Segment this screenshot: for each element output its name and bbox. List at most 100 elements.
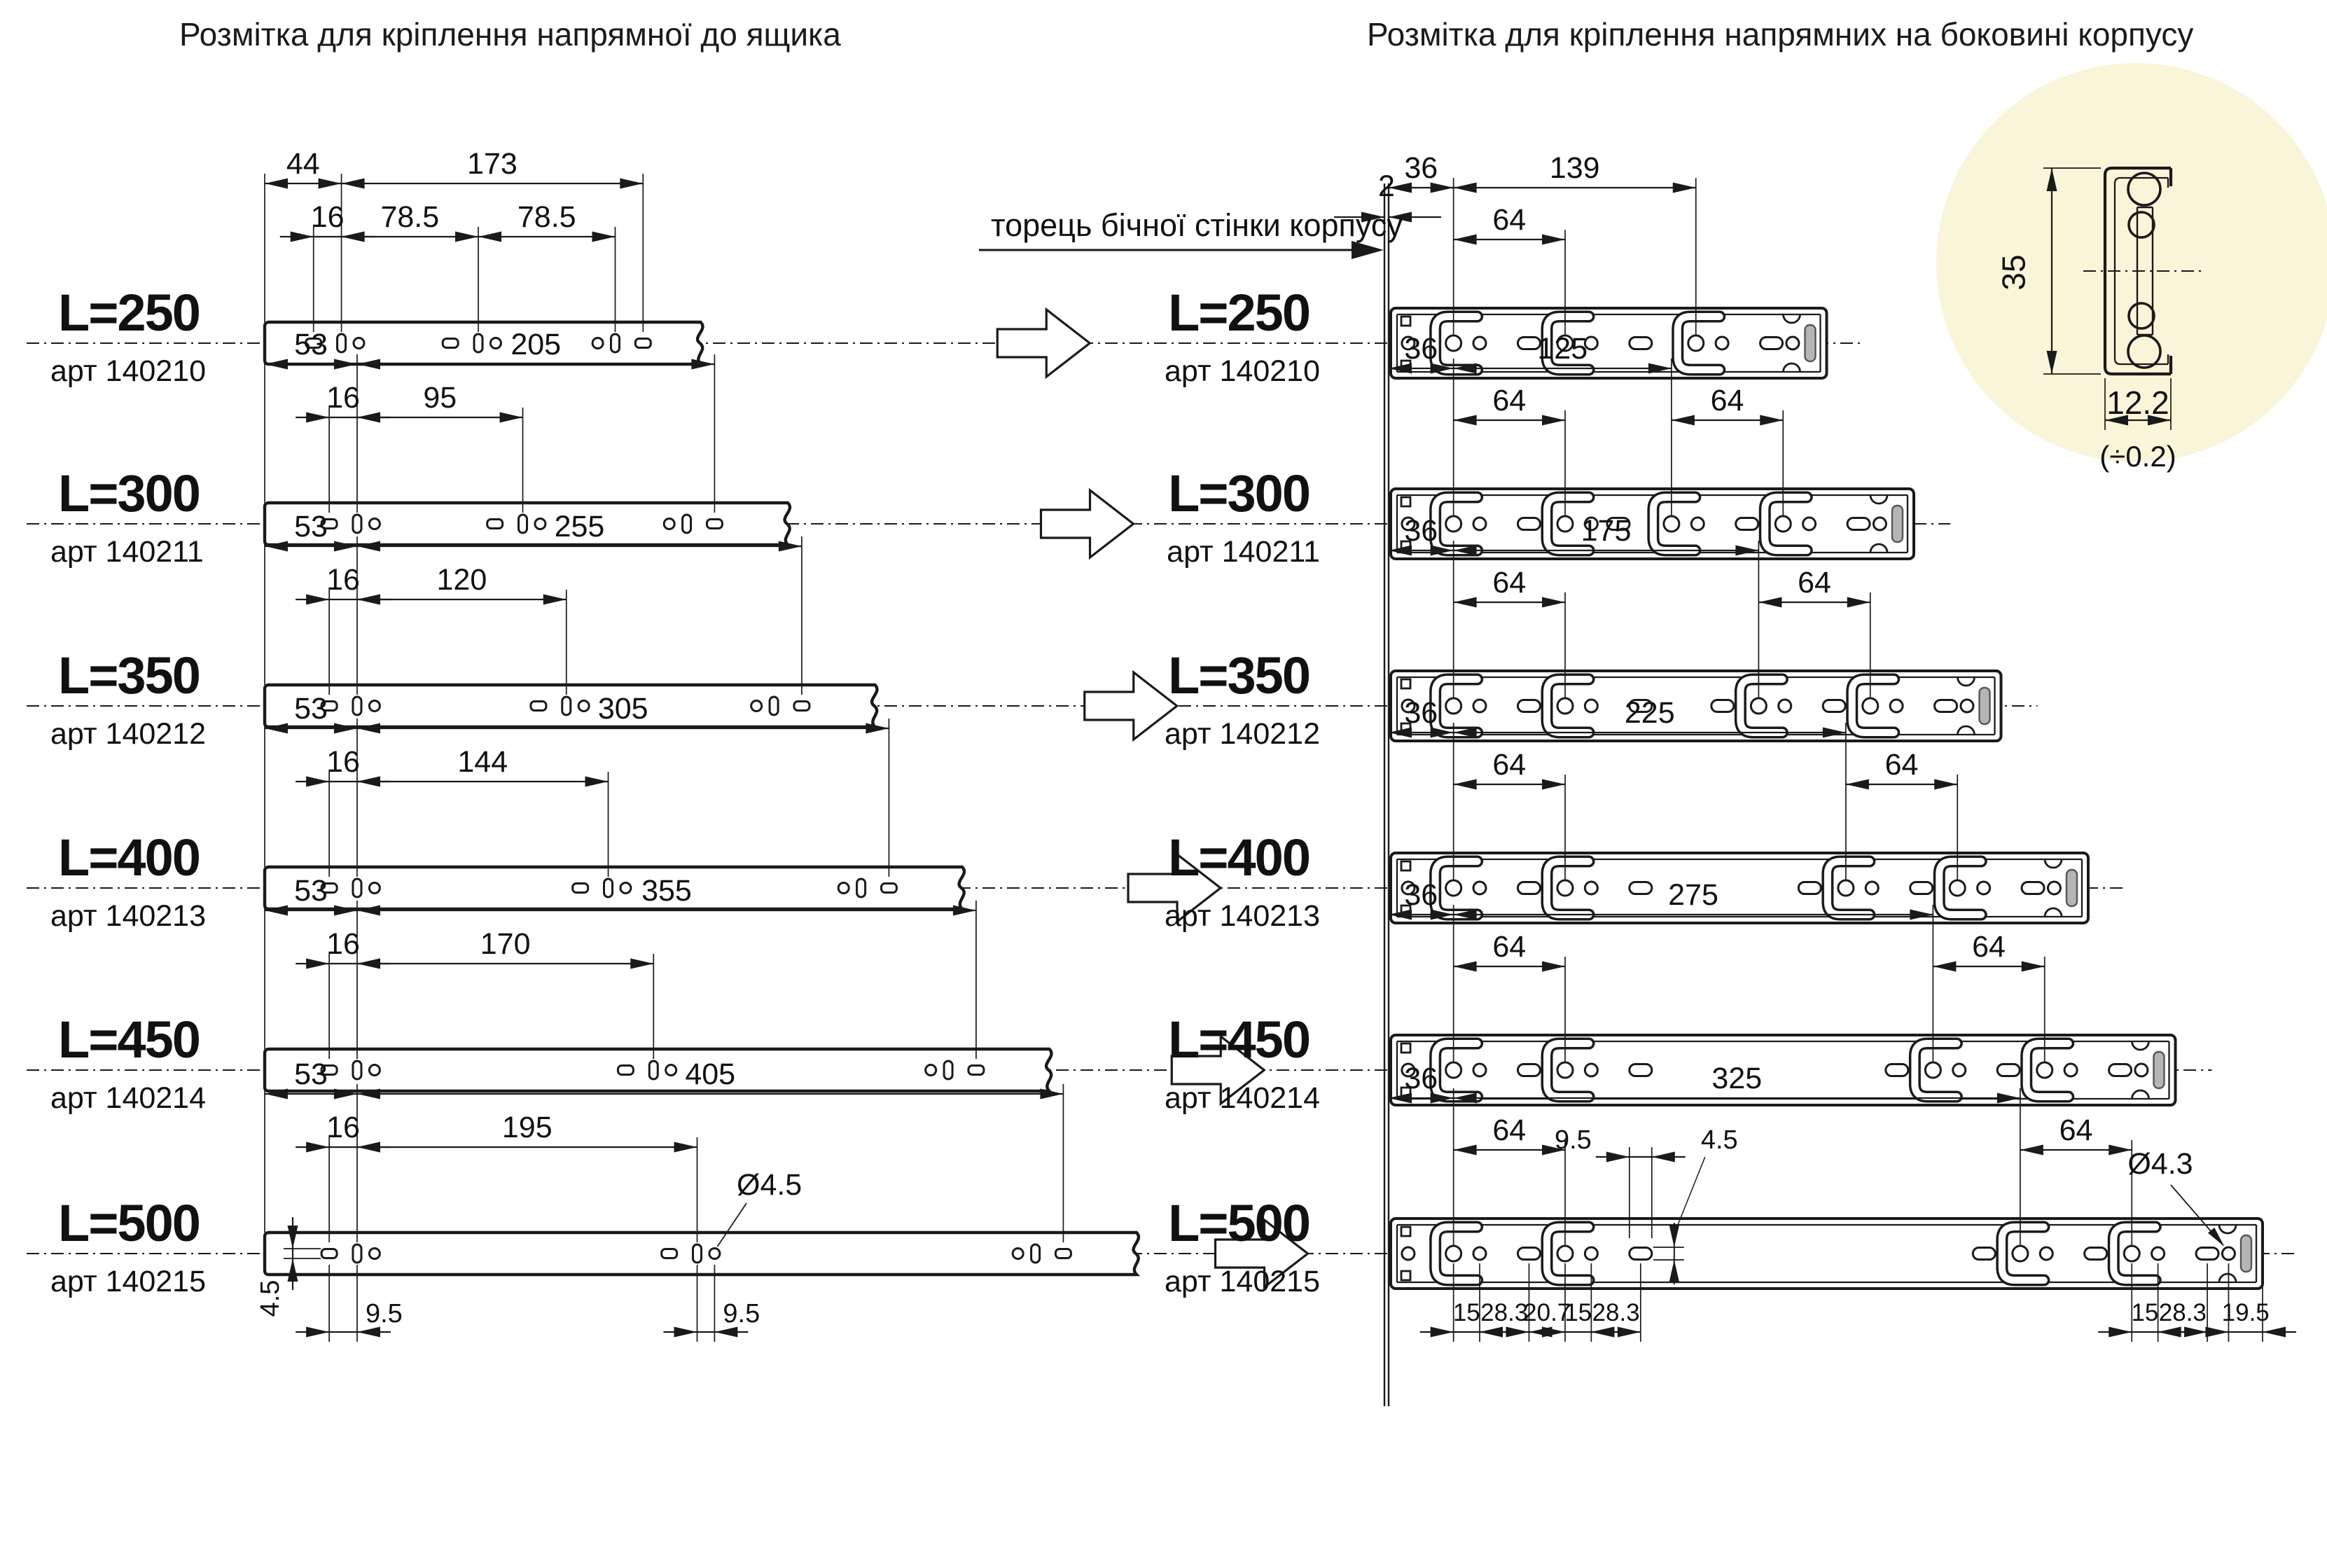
svg-text:16: 16 — [326, 563, 360, 597]
detail-tolerance: (÷0.2) — [2099, 440, 2176, 473]
svg-text:Ø4.5: Ø4.5 — [737, 1168, 802, 1202]
svg-text:36: 36 — [1404, 878, 1438, 912]
svg-text:15: 15 — [2131, 1299, 2158, 1326]
wall-thickness-dim: 2 — [1378, 169, 1395, 203]
svg-text:28.3: 28.3 — [1480, 1299, 1528, 1326]
svg-text:95: 95 — [423, 381, 457, 415]
svg-text:16: 16 — [326, 927, 360, 961]
svg-text:53: 53 — [294, 874, 328, 908]
svg-text:64: 64 — [1492, 566, 1526, 599]
svg-text:355: 355 — [641, 874, 692, 908]
svg-text:120: 120 — [436, 563, 487, 597]
transfer-arrow-row-5 — [1170, 1034, 1266, 1106]
svg-text:19.5: 19.5 — [2222, 1299, 2270, 1326]
svg-text:64: 64 — [1885, 748, 1919, 782]
transfer-arrow-row-2 — [1039, 487, 1136, 560]
left-rail-row-2: 53 205 16 95 — [27, 328, 1950, 547]
svg-text:205: 205 — [510, 328, 561, 361]
transfer-arrow-row-6 — [1214, 1217, 1310, 1290]
row5-right-length-label: L=450 — [1168, 1011, 1311, 1069]
right-rail-row-6: 36 325 64 64 — [1389, 1062, 2264, 1290]
svg-text:255: 255 — [555, 510, 605, 543]
svg-text:64: 64 — [1711, 384, 1744, 417]
right-rail-row-1: 36 139 64 — [1389, 151, 1828, 380]
transfer-arrow-row-4 — [1127, 852, 1223, 924]
row3-right-article: арт 140212 — [1164, 717, 1320, 751]
svg-text:9.5: 9.5 — [1555, 1125, 1592, 1155]
left-rail-row-4: 53 305 16 144 — [27, 692, 2125, 911]
row3-right-length-label: L=350 — [1168, 646, 1311, 705]
left-section-title: Розмітка для кріплення напрямної до ящик… — [179, 16, 841, 53]
row1-left-article: арт 140210 — [50, 354, 207, 388]
row3-left-length-label: L=350 — [58, 646, 201, 705]
svg-text:275: 275 — [1668, 878, 1718, 912]
svg-text:4.5: 4.5 — [1701, 1125, 1738, 1155]
svg-text:305: 305 — [598, 692, 648, 726]
row2-right-length-label: L=300 — [1168, 464, 1311, 522]
svg-text:36: 36 — [1404, 332, 1438, 366]
svg-text:16: 16 — [326, 381, 360, 415]
right-section-title: Розмітка для кріплення напрямних на боко… — [1367, 16, 2194, 53]
svg-text:144: 144 — [457, 745, 508, 779]
svg-text:53: 53 — [294, 692, 328, 726]
svg-text:170: 170 — [480, 927, 531, 961]
transfer-arrow-row-3 — [1083, 669, 1179, 742]
svg-text:325: 325 — [1711, 1062, 1762, 1095]
row1-left-length-label: L=250 — [58, 284, 201, 342]
svg-text:20.7: 20.7 — [1523, 1299, 1571, 1326]
row1-right-article: арт 140210 — [1164, 354, 1320, 388]
svg-text:64: 64 — [1492, 748, 1526, 782]
detail-height-dim: 35 — [1995, 254, 2032, 291]
svg-text:78.5: 78.5 — [518, 200, 576, 234]
svg-text:64: 64 — [1972, 930, 2006, 964]
row6-right-article: арт 140215 — [1164, 1265, 1320, 1298]
row2-left-article: арт 140211 — [50, 535, 204, 569]
svg-text:36: 36 — [1404, 514, 1438, 548]
right-rail-row-4: 36 225 64 64 — [1389, 696, 2090, 924]
svg-text:64: 64 — [1492, 203, 1526, 237]
svg-text:44: 44 — [286, 147, 320, 181]
right-rail-row-3: 36 175 64 64 — [1389, 514, 2003, 742]
row5-left-length-label: L=450 — [58, 1011, 201, 1069]
svg-text:16: 16 — [326, 745, 360, 779]
svg-text:36: 36 — [1404, 151, 1438, 185]
row5-right-article: арт 140214 — [1164, 1081, 1320, 1115]
svg-text:64: 64 — [1492, 384, 1526, 417]
row1-right-length-label: L=250 — [1168, 284, 1311, 342]
svg-text:36: 36 — [1404, 1062, 1438, 1095]
svg-text:175: 175 — [1581, 514, 1632, 548]
svg-text:4.5: 4.5 — [256, 1280, 285, 1317]
svg-text:64: 64 — [2059, 1113, 2093, 1147]
svg-text:Ø4.3: Ø4.3 — [2127, 1147, 2193, 1181]
row2-left-length-label: L=300 — [58, 464, 201, 522]
svg-text:9.5: 9.5 — [366, 1299, 403, 1328]
svg-text:64: 64 — [1798, 566, 1831, 599]
right-rail-row-5: 36 275 64 64 — [1389, 878, 2177, 1106]
left-rail-row-3: 53 255 16 120 — [27, 510, 2038, 729]
row4-right-length-label: L=400 — [1168, 828, 1311, 887]
row4-left-article: арт 140213 — [50, 899, 207, 933]
row6-left-length-label: L=500 — [58, 1194, 201, 1252]
svg-text:16: 16 — [311, 200, 345, 234]
row5-left-article: арт 140214 — [50, 1081, 207, 1115]
svg-text:173: 173 — [467, 147, 518, 181]
row6-left-extra-dims: Ø4.5 4.5 9.5 9.5 — [256, 1168, 802, 1342]
svg-text:405: 405 — [685, 1057, 735, 1091]
svg-text:139: 139 — [1550, 151, 1600, 185]
svg-text:16: 16 — [326, 1111, 360, 1144]
wall-edge-label: торець бічної стінки корпусу — [991, 207, 1403, 243]
row4-right-article: арт 140213 — [1164, 899, 1320, 933]
svg-text:64: 64 — [1492, 930, 1526, 964]
svg-text:53: 53 — [294, 328, 328, 361]
svg-text:36: 36 — [1404, 696, 1438, 730]
svg-text:9.5: 9.5 — [723, 1299, 760, 1328]
svg-text:15: 15 — [1564, 1299, 1592, 1326]
svg-text:225: 225 — [1625, 696, 1675, 730]
svg-text:64: 64 — [1492, 1113, 1526, 1147]
cabinet-wall-line — [979, 183, 1441, 1406]
svg-text:28.3: 28.3 — [1592, 1299, 1640, 1326]
